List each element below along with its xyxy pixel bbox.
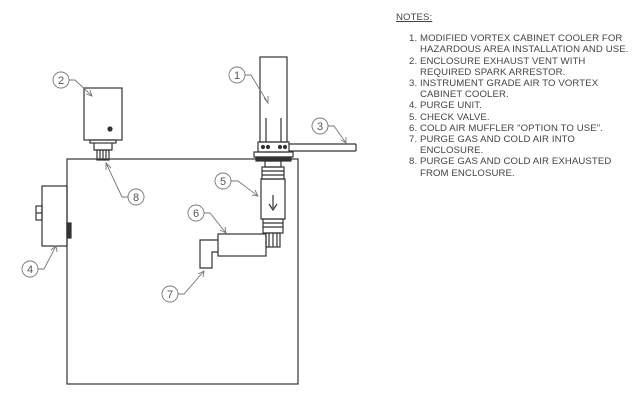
notes-title: NOTES: — [396, 12, 433, 23]
callout-8-label: 8 — [133, 192, 139, 204]
callout-5-label: 5 — [220, 176, 226, 188]
callout-8 — [105, 161, 145, 206]
callout-2 — [52, 71, 93, 97]
callout-6-label: 6 — [193, 208, 199, 220]
enclosure — [66, 158, 299, 385]
air-supply-pipe — [289, 143, 357, 152]
callout-1 — [228, 66, 269, 105]
callout-5 — [214, 172, 259, 197]
note-item: PURGE GAS AND COLD AIR INTO ENCLOSURE. — [420, 134, 636, 156]
note-item: ENCLOSURE EXHAUST VENT WITH REQUIRED SPA… — [420, 56, 636, 78]
notes-list: MODIFIED VORTEX CABINET COOLER FOR HAZAR… — [396, 33, 636, 179]
exhaust-vent — [83, 87, 123, 161]
check-valve — [260, 160, 286, 248]
callout-6 — [187, 204, 227, 234]
vortex-cabinet-cooler — [253, 56, 294, 162]
purge-unit — [35, 185, 72, 247]
note-item: CHECK VALVE. — [420, 112, 636, 123]
callout-7-label: 7 — [167, 289, 173, 301]
notes-panel: NOTES: MODIFIED VORTEX CABINET COOLER FO… — [396, 12, 636, 179]
note-item: PURGE UNIT. — [420, 100, 636, 111]
callout-3 — [311, 117, 347, 144]
cold-air-muffler — [199, 233, 267, 269]
callout-4-label: 4 — [27, 264, 33, 276]
note-item: MODIFIED VORTEX CABINET COOLER FOR HAZAR… — [420, 33, 636, 55]
note-item: PURGE GAS AND COLD AIR EXHAUSTED FROM EN… — [420, 156, 636, 178]
note-item: COLD AIR MUFFLER "OPTION TO USE". — [420, 123, 636, 134]
callout-7 — [161, 270, 205, 303]
callout-2-label: 2 — [58, 75, 64, 87]
callout-4 — [21, 245, 58, 278]
callout-3-label: 3 — [317, 121, 323, 133]
callout-1-label: 1 — [234, 70, 240, 82]
note-item: INSTRUMENT GRADE AIR TO VORTEX CABINET C… — [420, 78, 636, 100]
